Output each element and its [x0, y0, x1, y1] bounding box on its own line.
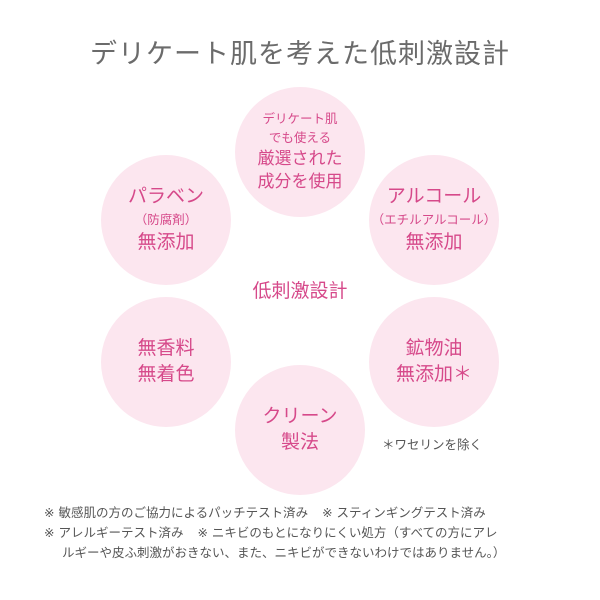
feature-circle-fragrance-color-free: 無香料 無着色 — [101, 297, 231, 427]
footnote-line: ルギーや皮ふ刺激がおきない、また、ニキビができないわけではありません。） — [62, 545, 506, 560]
feature-text: 厳選された — [257, 148, 343, 169]
page-title: デリケート肌を考えた低刺激設計 — [90, 39, 510, 70]
feature-text: アルコール — [386, 185, 482, 208]
footnote-acne-formula: ※ ニキビのもとになりにくい処方（すべての方にアレ — [197, 525, 498, 540]
feature-circle-mineral-oil-free: 鉱物油 無添加＊ — [369, 297, 499, 427]
feature-circle-clean-manufacturing: クリーン 製法 — [235, 365, 365, 495]
feature-text: 無添加＊ — [395, 363, 472, 385]
feature-text: 成分を使用 — [257, 172, 343, 193]
center-label: 低刺激設計 — [252, 280, 348, 302]
footnote-line: ※ 敏感肌の方のご協力によるパッチテスト済み ※ スティンギングテスト済み — [44, 503, 584, 523]
feature-subtext: でも使える — [268, 130, 332, 146]
feature-subtext: （防腐剤） — [134, 212, 198, 227]
feature-text: 無添加 — [405, 231, 463, 253]
footnote-stinging-test: ※ スティンギングテスト済み — [322, 505, 486, 520]
feature-subtext: デリケート肌 — [262, 110, 338, 126]
footnotes: ※ 敏感肌の方のご協力によるパッチテスト済み ※ スティンギングテスト済み ※ ア… — [44, 503, 584, 563]
mineral-oil-note: ＊ワセリンを除く — [382, 437, 483, 452]
footnote-line: ※ アレルギーテスト済み ※ ニキビのもとになりにくい処方（すべての方にアレ — [44, 523, 584, 543]
feature-circle-alcohol-free: アルコール （エチルアルコール） 無添加 — [369, 155, 499, 285]
feature-circle-paraben-free: パラベン （防腐剤） 無添加 — [101, 155, 231, 285]
feature-subtext: （エチルアルコール） — [371, 212, 497, 227]
feature-text: 無着色 — [137, 363, 195, 385]
feature-text: 無香料 — [137, 337, 195, 360]
feature-text: パラベン — [127, 185, 204, 208]
feature-circle-selected-ingredients: デリケート肌 でも使える 厳選された 成分を使用 — [235, 87, 365, 217]
feature-text: 無添加 — [137, 231, 195, 253]
footnote-allergy-test: ※ アレルギーテスト済み — [44, 525, 184, 540]
feature-text: クリーン — [262, 405, 338, 428]
feature-text: 製法 — [280, 431, 319, 453]
footnote-patch-test: ※ 敏感肌の方のご協力によるパッチテスト済み — [44, 505, 309, 520]
feature-text: 鉱物油 — [405, 337, 463, 360]
